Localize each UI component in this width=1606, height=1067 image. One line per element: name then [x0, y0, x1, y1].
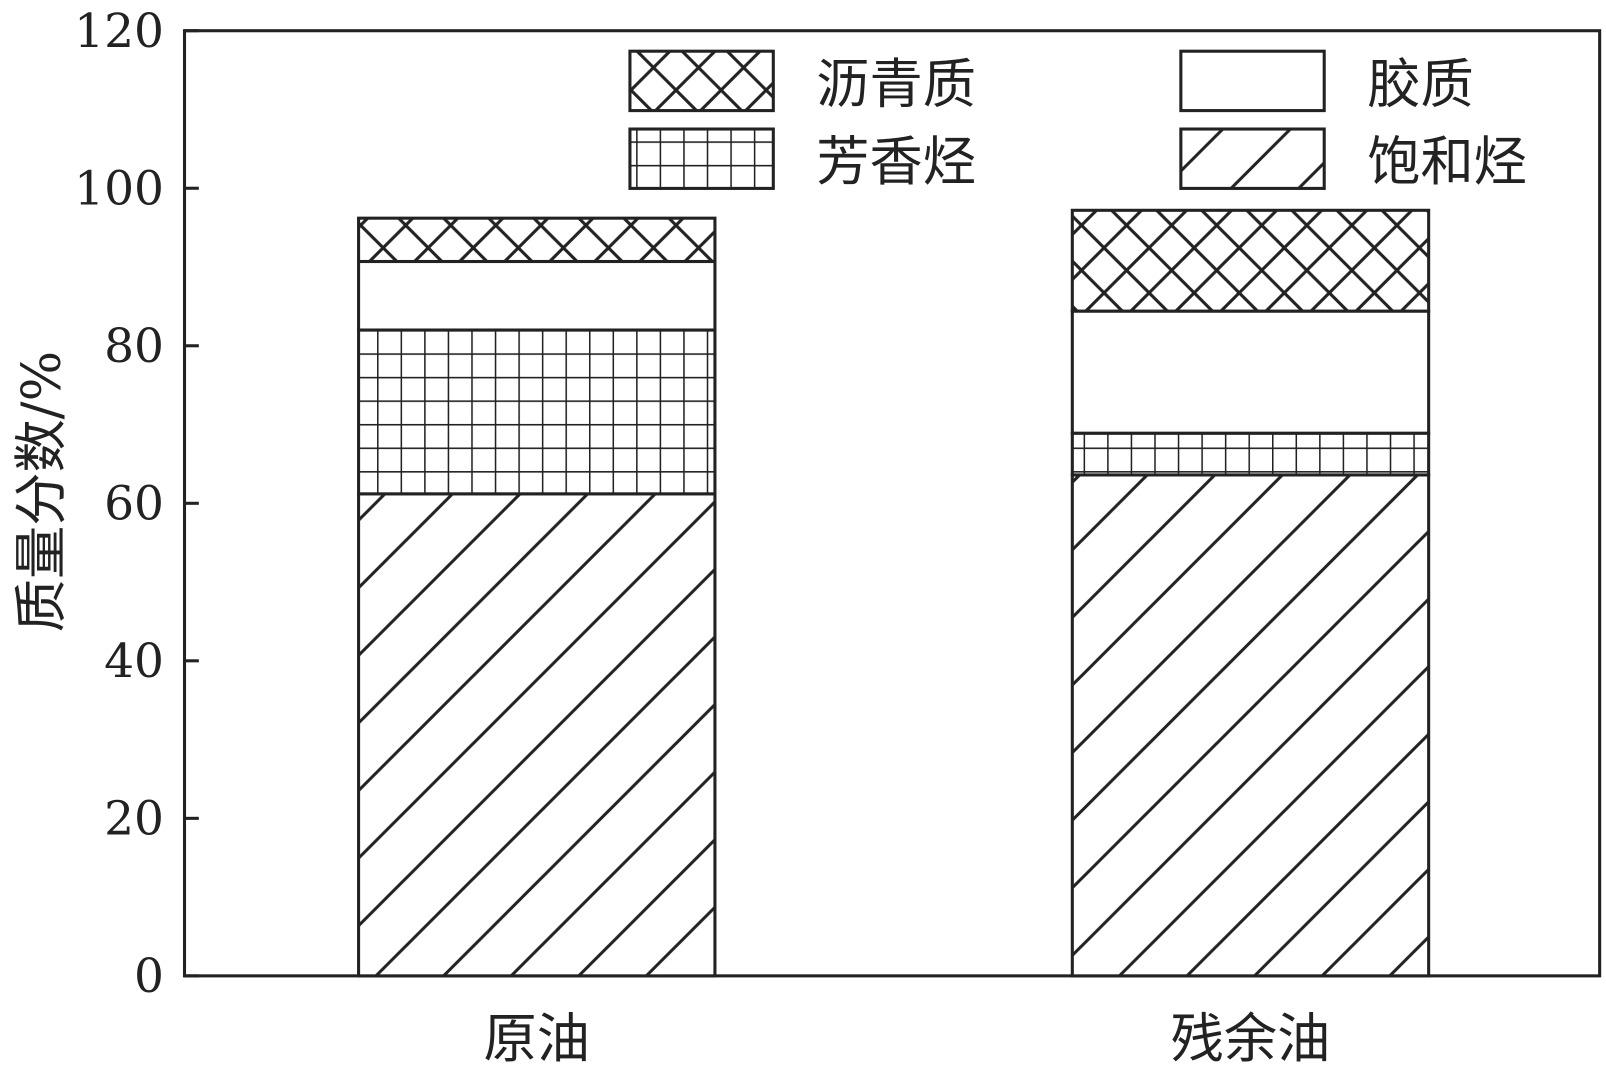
y-tick-label: 80: [104, 319, 164, 374]
x-category-label: 残余油: [1171, 1008, 1331, 1067]
y-tick-label: 0: [134, 949, 164, 1004]
x-category-label: 原油: [484, 1008, 590, 1067]
legend-label: 沥青质: [816, 53, 976, 115]
bar-segment-blank: [357, 259, 717, 332]
legend-swatch: [628, 127, 775, 190]
legend-label: 芳香烃: [816, 131, 976, 193]
legend-swatch: [628, 49, 775, 113]
legend-swatch: [1179, 127, 1326, 190]
bar-segment-blank: [1070, 309, 1431, 435]
bar-segment-grid: [1070, 431, 1431, 477]
bar-segment-grid: [357, 328, 717, 496]
y-tick-label: 60: [104, 477, 164, 532]
y-tick-label: 100: [74, 162, 164, 217]
bar-segment-crosshatch: [1070, 208, 1431, 313]
y-axis-label: 质量分数/%: [11, 351, 73, 632]
legend-swatch: [1179, 49, 1326, 113]
legend-label: 饱和烃: [1367, 131, 1527, 193]
bar-segment-diagonal: [357, 492, 717, 978]
y-tick-label: 20: [104, 792, 164, 847]
y-tick-label: 120: [74, 4, 164, 59]
y-tick-label: 40: [104, 634, 164, 689]
bar-segment-diagonal: [1070, 473, 1431, 978]
legend-label: 胶质: [1367, 53, 1473, 115]
bar-segment-crosshatch: [357, 216, 717, 264]
